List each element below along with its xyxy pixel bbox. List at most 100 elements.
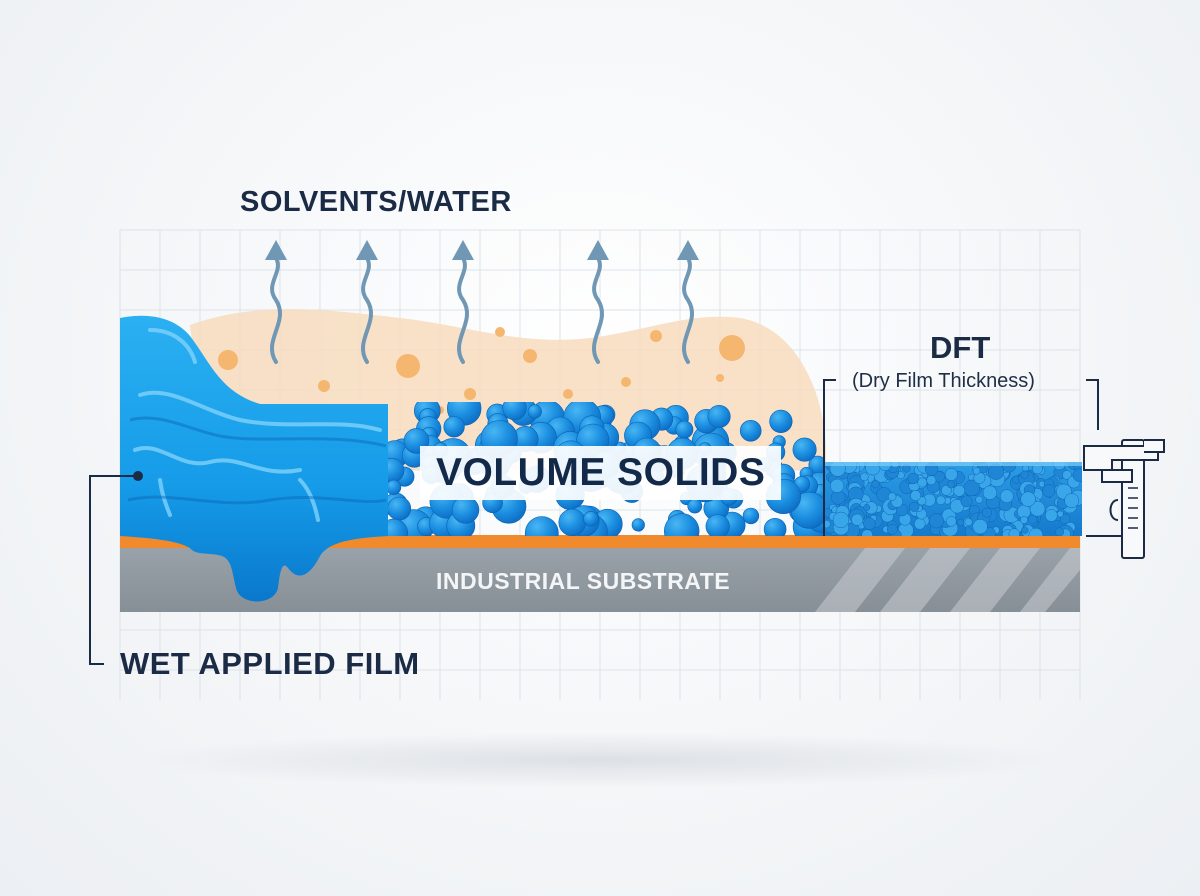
- dft-full-label: (Dry Film Thickness): [852, 370, 1035, 392]
- arrow-head: [452, 240, 474, 260]
- solid-particle-icon: [631, 518, 645, 532]
- solid-particle-icon: [527, 404, 542, 419]
- dry-film-surface: [824, 462, 1082, 466]
- dry-particle-icon: [851, 513, 864, 526]
- solvent-droplet-icon: [495, 327, 505, 337]
- dry-particle-icon: [1008, 528, 1020, 536]
- industrial-substrate-label: INDUSTRIAL SUBSTRATE: [436, 568, 731, 594]
- dry-particle-icon: [1028, 527, 1044, 536]
- ground-shadow: [130, 732, 1070, 788]
- dry-particle-icon: [1062, 470, 1072, 480]
- arrow-stem: [681, 256, 695, 364]
- caliper-icon: [1083, 439, 1165, 559]
- solvent-droplet-icon: [523, 349, 537, 363]
- dft-label: DFT: [930, 330, 991, 365]
- dry-particle-icon: [936, 495, 946, 506]
- wet-applied-film: [120, 315, 388, 602]
- dry-particle-icon: [917, 477, 928, 488]
- solid-particle-icon: [388, 479, 402, 495]
- solid-particle-icon: [388, 518, 408, 536]
- arrow-head: [265, 240, 287, 260]
- dry-particle-icon: [975, 495, 984, 504]
- dry-particle-icon: [832, 511, 850, 529]
- dry-particle-icon: [910, 490, 922, 502]
- solid-particle-icon: [583, 511, 599, 527]
- dry-particle-icon: [960, 495, 973, 508]
- arrow-head: [677, 240, 699, 260]
- up-arrow-icon: [587, 240, 609, 364]
- solvent-droplet-icon: [621, 377, 631, 387]
- arrow-stem: [456, 256, 470, 364]
- dry-particle-icon: [928, 513, 944, 529]
- dry-particle-icon: [953, 484, 966, 497]
- dry-particle-icon: [861, 529, 873, 536]
- solvents-water-label: SOLVENTS/WATER: [240, 186, 512, 218]
- solvent-droplet-icon: [318, 380, 330, 392]
- solid-particle-icon: [451, 496, 480, 524]
- dry-particle-icon: [909, 501, 920, 512]
- solid-particle-icon: [739, 419, 762, 442]
- dry-film-particles: [824, 462, 1082, 536]
- dry-particle-icon: [860, 472, 869, 482]
- solid-particle-icon: [664, 513, 700, 536]
- dry-particle-icon: [1020, 470, 1029, 479]
- solid-particle-icon: [443, 416, 465, 438]
- solid-particle-icon: [769, 409, 793, 434]
- dry-particle-icon: [1072, 468, 1082, 482]
- solvent-droplet-icon: [716, 374, 724, 382]
- solid-particle-icon: [502, 402, 527, 421]
- dry-particle-icon: [1042, 484, 1056, 498]
- dry-particle-icon: [1044, 509, 1058, 522]
- solvent-droplet-icon: [396, 354, 420, 378]
- dry-particle-icon: [945, 515, 957, 527]
- solvent-droplet-icon: [719, 335, 745, 361]
- solid-particle-icon: [675, 420, 694, 439]
- dry-particle-icon: [946, 480, 955, 489]
- dry-particle-icon: [972, 467, 981, 475]
- solid-particle-icon: [742, 507, 760, 525]
- dry-particle-icon: [871, 480, 880, 489]
- arrow-stem: [269, 256, 283, 364]
- solvent-droplet-icon: [563, 389, 573, 399]
- dry-particle-icon: [1064, 493, 1080, 509]
- dry-particle-icon: [926, 475, 937, 486]
- dry-particle-icon: [863, 504, 871, 511]
- volume-solids-label: VOLUME SOLIDS: [420, 446, 782, 500]
- dry-particle-icon: [988, 463, 1005, 480]
- solid-particle-icon: [707, 404, 731, 428]
- dry-particle-icon: [944, 467, 958, 481]
- solid-particle-icon: [687, 498, 703, 514]
- arrow-head: [356, 240, 378, 260]
- arrow-head: [587, 240, 609, 260]
- dry-particle-icon: [1028, 514, 1037, 524]
- wet-film-leader: [89, 475, 138, 665]
- solid-particle-icon: [524, 516, 559, 536]
- dry-particle-icon: [907, 472, 919, 485]
- dry-particle-icon: [1020, 491, 1036, 507]
- solid-particle-icon: [558, 508, 586, 536]
- solid-particle-icon: [705, 514, 730, 536]
- up-arrow-icon: [452, 240, 474, 364]
- solid-particle-icon: [763, 518, 787, 536]
- solid-particle-icon: [792, 437, 817, 462]
- dry-particle-icon: [830, 478, 845, 493]
- evaporation-arrows: [265, 240, 699, 364]
- wet-film-highlights: [133, 328, 382, 522]
- dry-particle-icon: [1056, 510, 1064, 518]
- dry-particle-icon: [887, 492, 897, 501]
- dry-particle-icon: [1020, 516, 1028, 524]
- up-arrow-icon: [677, 240, 699, 364]
- wet-film-shadows: [127, 416, 387, 505]
- substrate-stripes: [815, 548, 1080, 612]
- dry-particle-icon: [1021, 526, 1029, 534]
- arrow-stem: [360, 256, 374, 364]
- dry-particle-icon: [972, 518, 988, 535]
- solvent-dots: [218, 327, 745, 414]
- solvent-droplet-icon: [218, 350, 238, 370]
- dry-particle-icon: [886, 523, 898, 535]
- wet-film-leader-dot: [133, 471, 143, 481]
- dry-particle-icon: [824, 519, 831, 529]
- dry-particle-icon: [1029, 500, 1046, 517]
- dry-particle-icon: [914, 518, 926, 530]
